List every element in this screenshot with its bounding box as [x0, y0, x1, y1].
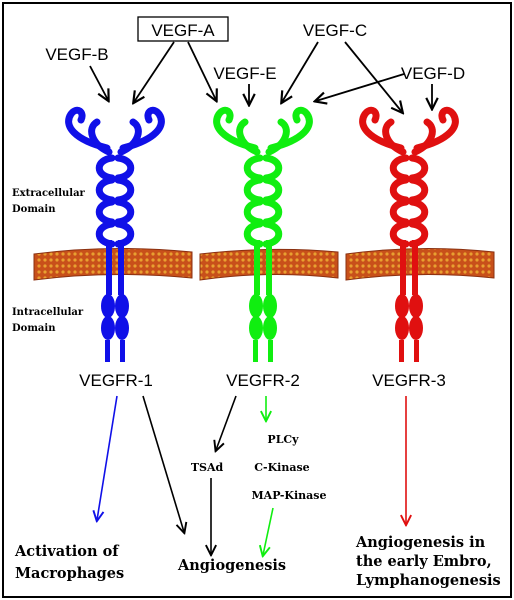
vegfr3-receptor — [359, 106, 459, 362]
intracellular-label-line1: Intracellular — [12, 307, 84, 318]
vegf-a-box — [137, 16, 229, 42]
receptor-tail-left — [105, 340, 110, 362]
outcome-embryo-line1: Angiogenesis in — [355, 534, 486, 551]
plcy-label: PLCy — [267, 433, 299, 446]
receptor-tail-right — [414, 340, 419, 362]
arrow-vegfc-to-r3 — [344, 41, 402, 112]
receptor-left-inner-loop — [88, 118, 113, 156]
outcome-macrophages-line1: Activation of — [14, 543, 120, 560]
receptor-ig-domain-right — [408, 176, 429, 204]
membrane-segment-1 — [33, 247, 193, 281]
receptor-stalk-right — [118, 240, 124, 295]
receptor-ig-domain-left — [389, 154, 410, 182]
receptor-kinase-domain — [395, 316, 409, 340]
receptor-kinase-domain — [249, 316, 263, 340]
receptor-kinase-domain — [263, 316, 277, 340]
receptor-left-hook — [359, 106, 405, 152]
receptor-ig-domain-left — [95, 198, 116, 226]
receptor-stalk-right — [266, 240, 272, 295]
receptor-stalk-left — [254, 240, 260, 295]
receptor-kinase-domain — [249, 294, 263, 318]
receptor-kinase-domain — [115, 316, 129, 340]
receptor-ig-domain-right — [114, 176, 135, 204]
ckinase-label: C-Kinase — [254, 461, 309, 474]
receptor-tail-right — [120, 340, 125, 362]
receptor-left-inner-loop — [382, 118, 407, 156]
receptor-stalk-left — [106, 240, 112, 295]
receptor-right-inner-loop — [411, 118, 436, 156]
arrow-vegfa-to-r2 — [187, 41, 216, 100]
receptor-ig-domain-left — [95, 154, 116, 182]
receptor-ig-domain-right — [262, 154, 283, 182]
vegfr2-label: VEGFR-2 — [226, 371, 300, 390]
vegf-a-label: VEGF-A — [151, 21, 215, 40]
receptor-tail-left — [399, 340, 404, 362]
outcome-embryo-line3: Lymphanogenesis — [356, 572, 501, 589]
vegfr1-label: VEGFR-1 — [79, 371, 153, 390]
receptor-kinase-domain — [409, 316, 423, 340]
receptor-kinase-domain — [263, 294, 277, 318]
membrane-segment-3 — [345, 247, 495, 281]
receptor-ig-domain-left — [95, 176, 116, 204]
receptor-kinase-domain — [409, 294, 423, 318]
vegf-e-label: VEGF-E — [213, 64, 276, 83]
receptor-ig-domain-right — [408, 198, 429, 226]
receptor-stalk-right — [412, 240, 418, 295]
receptor-kinase-domain — [101, 316, 115, 340]
mapkinase-label: MAP-Kinase — [251, 489, 326, 502]
arrow-vegfb-to-r1 — [89, 65, 108, 100]
outcome-macrophages-line2: Macrophages — [15, 565, 124, 582]
receptor-right-hook — [267, 106, 313, 152]
receptor-right-hook — [413, 106, 459, 152]
receptor-ig-domain-left — [243, 198, 264, 226]
receptor-tail-left — [253, 340, 258, 362]
vegfr3-label: VEGFR-3 — [372, 371, 446, 390]
receptor-left-inner-loop — [236, 118, 261, 156]
receptor-kinase-domain — [101, 294, 115, 318]
arrow-r1-to-macrophages — [97, 395, 118, 520]
vegfr2-receptor — [213, 106, 313, 362]
receptor-ig-domain-right — [408, 154, 429, 182]
vegf-d-label: VEGF-D — [401, 64, 465, 83]
arrow-r1-to-angiogenesis — [142, 395, 184, 532]
intracellular-label-line2: Domain — [12, 323, 56, 334]
arrow-vegfc-to-r2 — [282, 41, 319, 102]
tsad-label: TSAd — [191, 461, 224, 474]
receptor-ig-domain-right — [262, 198, 283, 226]
receptor-ig-domain-right — [262, 176, 283, 204]
receptor-ig-domain-left — [243, 154, 264, 182]
arrow-mapkinase-to-angiogenesis — [263, 507, 274, 555]
receptor-ig-domain-right — [114, 154, 135, 182]
receptor-left-hook — [65, 106, 111, 152]
vegfr1-receptor — [65, 106, 165, 362]
extracellular-label-line2: Domain — [12, 204, 56, 215]
receptor-kinase-domain — [115, 294, 129, 318]
ligand-arrows — [89, 41, 432, 112]
receptor-ig-domain-left — [389, 198, 410, 226]
receptor-right-inner-loop — [265, 118, 290, 156]
arrow-vegfd-to-r2 — [316, 73, 405, 101]
receptor-ig-domain-left — [389, 176, 410, 204]
outcome-angiogenesis: Angiogenesis — [177, 557, 286, 574]
vegf-c-label: VEGF-C — [303, 21, 367, 40]
receptor-left-hook — [213, 106, 259, 152]
receptor-tail-right — [268, 340, 273, 362]
receptor-right-hook — [119, 106, 165, 152]
receptor-ig-domain-left — [243, 176, 264, 204]
outcome-embryo-line2: the early Embro, — [356, 553, 492, 570]
receptor-ig-domain-right — [114, 198, 135, 226]
arrow-r2-to-tsad — [216, 395, 237, 450]
receptor-kinase-domain — [395, 294, 409, 318]
receptor-stalk-left — [400, 240, 406, 295]
receptor-right-inner-loop — [117, 118, 142, 156]
vegf-b-label: VEGF-B — [45, 45, 108, 64]
extracellular-label-line1: Extracellular — [12, 188, 86, 199]
cell-membrane — [33, 247, 495, 281]
arrow-vegfa-to-r1 — [134, 41, 175, 102]
